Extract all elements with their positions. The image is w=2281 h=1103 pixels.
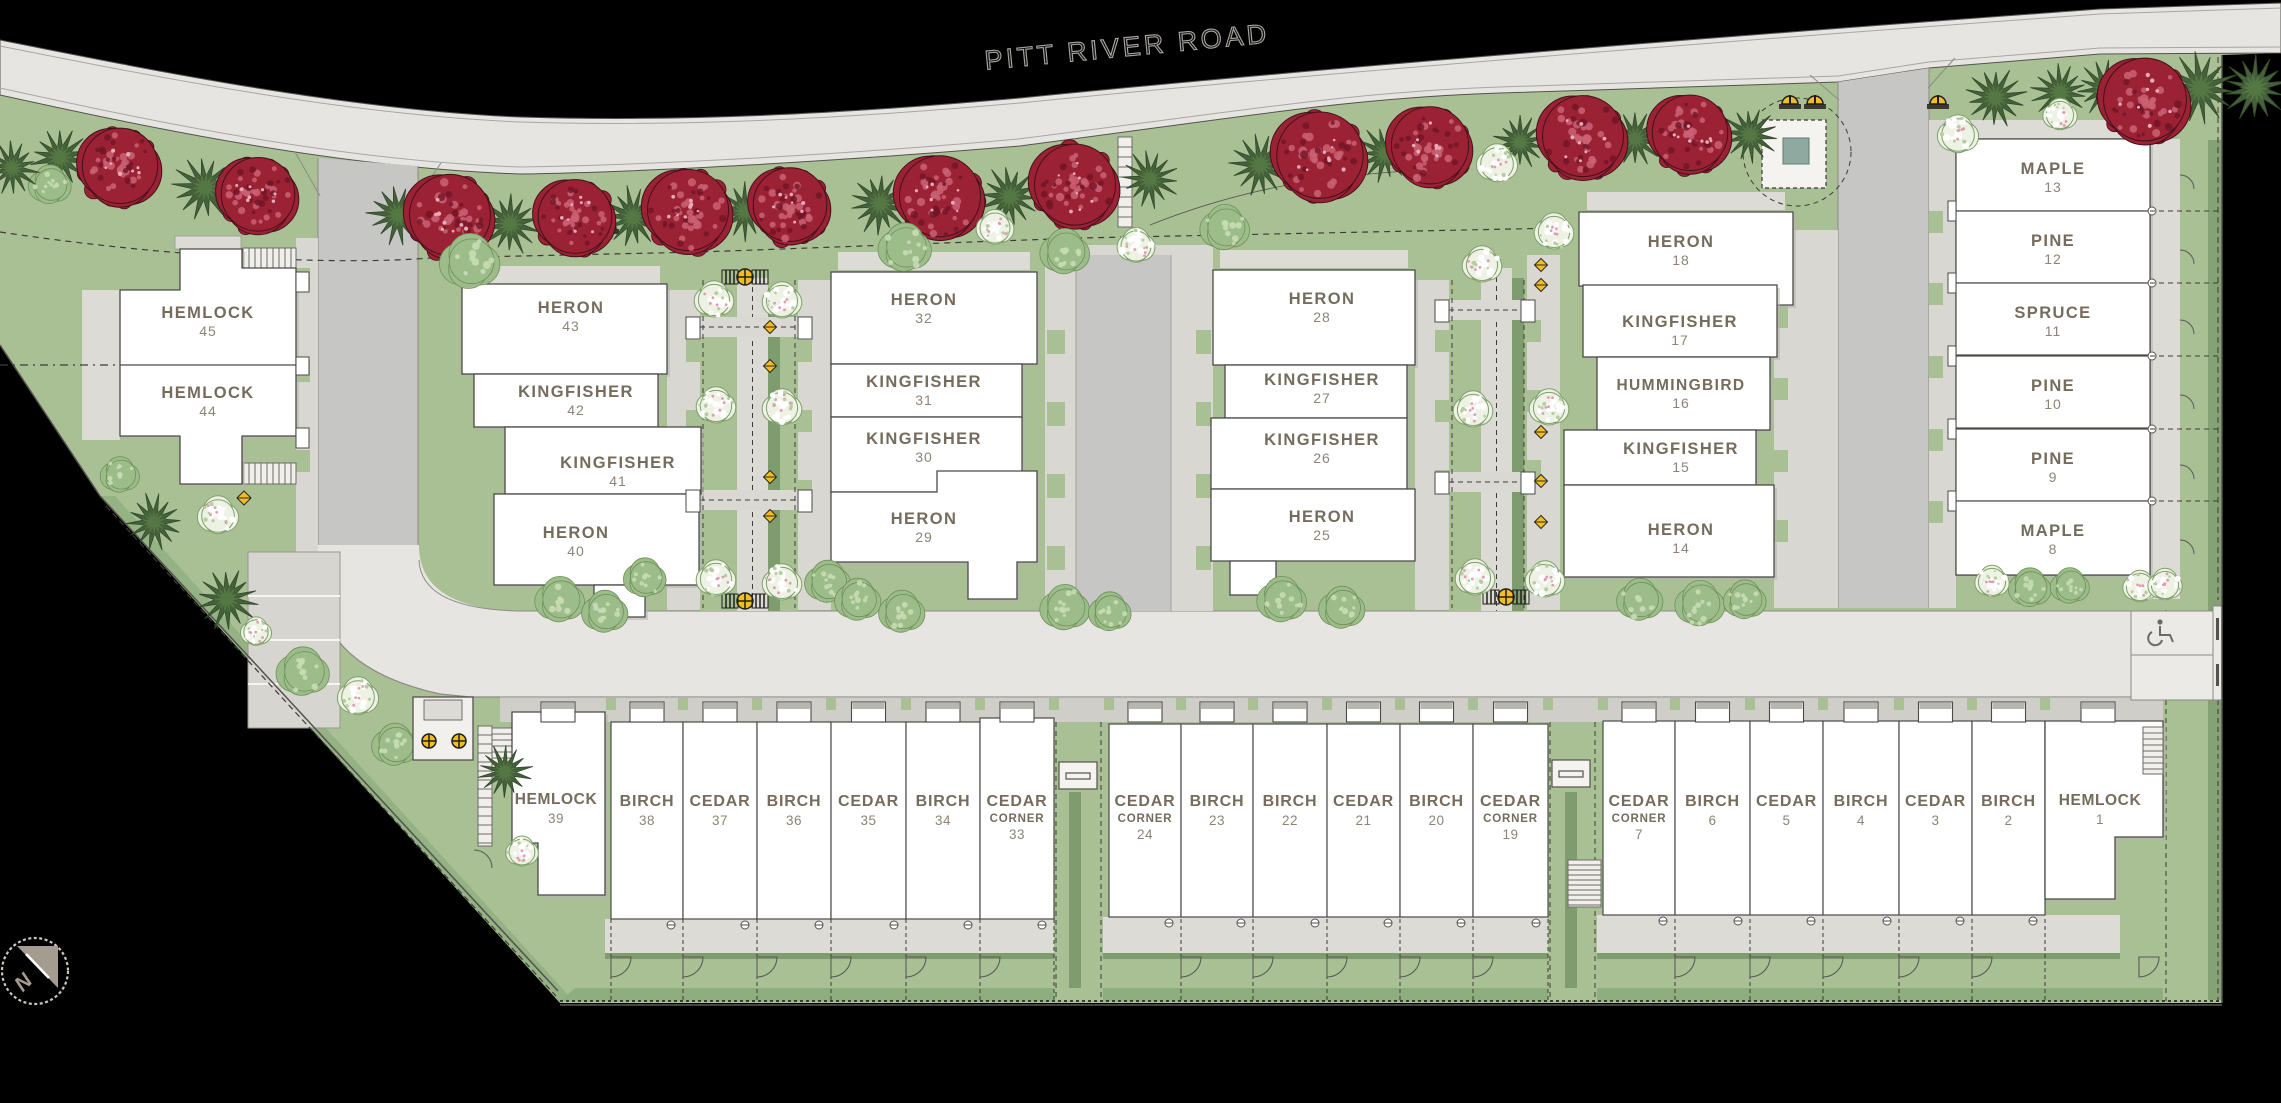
svg-text:HERON: HERON	[543, 524, 610, 542]
svg-text:22: 22	[1282, 813, 1298, 828]
svg-text:6: 6	[1708, 813, 1716, 828]
svg-text:BIRCH: BIRCH	[1685, 793, 1740, 810]
svg-text:HERON: HERON	[891, 291, 958, 309]
svg-text:44: 44	[199, 403, 217, 419]
svg-text:HERON: HERON	[1648, 521, 1715, 539]
svg-text:37: 37	[712, 813, 728, 828]
svg-text:HERON: HERON	[1289, 290, 1356, 308]
svg-text:CEDAR: CEDAR	[1115, 793, 1176, 810]
svg-text:CEDAR: CEDAR	[987, 793, 1048, 810]
svg-text:PINE: PINE	[2031, 450, 2075, 468]
svg-text:10: 10	[2044, 396, 2062, 412]
svg-text:CORNER: CORNER	[1612, 813, 1667, 825]
svg-text:32: 32	[915, 310, 933, 326]
svg-text:CORNER: CORNER	[1118, 813, 1173, 825]
svg-text:CEDAR: CEDAR	[690, 793, 751, 810]
svg-text:HEMLOCK: HEMLOCK	[161, 384, 254, 402]
svg-text:8: 8	[2049, 541, 2058, 557]
svg-text:BIRCH: BIRCH	[1190, 793, 1245, 810]
svg-text:19: 19	[1502, 827, 1518, 842]
svg-text:11: 11	[2045, 323, 2062, 339]
svg-text:7: 7	[1635, 827, 1643, 842]
svg-text:20: 20	[1428, 813, 1444, 828]
svg-text:29: 29	[915, 529, 933, 545]
svg-text:31: 31	[915, 392, 933, 408]
svg-text:KINGFISHER: KINGFISHER	[518, 383, 634, 401]
svg-text:40: 40	[567, 543, 585, 559]
svg-text:KINGFISHER: KINGFISHER	[560, 454, 676, 472]
svg-text:BIRCH: BIRCH	[1409, 793, 1464, 810]
svg-text:HERON: HERON	[1289, 508, 1356, 526]
svg-text:30: 30	[915, 449, 933, 465]
svg-text:15: 15	[1672, 459, 1690, 475]
svg-text:25: 25	[1313, 527, 1331, 543]
svg-text:BIRCH: BIRCH	[1834, 793, 1889, 810]
svg-text:45: 45	[199, 323, 217, 339]
svg-text:KINGFISHER: KINGFISHER	[1264, 371, 1380, 389]
svg-text:28: 28	[1313, 309, 1331, 325]
svg-text:21: 21	[1355, 813, 1371, 828]
svg-text:1: 1	[2096, 812, 2104, 827]
svg-text:HERON: HERON	[538, 299, 605, 317]
svg-text:2: 2	[2004, 813, 2012, 828]
svg-text:9: 9	[2049, 469, 2058, 485]
svg-text:KINGFISHER: KINGFISHER	[866, 430, 982, 448]
svg-text:PINE: PINE	[2031, 232, 2075, 250]
svg-text:13: 13	[2044, 179, 2062, 195]
svg-text:BIRCH: BIRCH	[767, 793, 822, 810]
svg-text:MAPLE: MAPLE	[2021, 160, 2086, 178]
svg-text:HEMLOCK: HEMLOCK	[2059, 792, 2142, 809]
svg-text:KINGFISHER: KINGFISHER	[1264, 431, 1380, 449]
svg-text:43: 43	[562, 318, 580, 334]
svg-text:34: 34	[935, 813, 951, 828]
svg-text:CEDAR: CEDAR	[1333, 793, 1394, 810]
svg-text:CORNER: CORNER	[1483, 813, 1538, 825]
svg-text:4: 4	[1857, 813, 1865, 828]
svg-text:33: 33	[1009, 827, 1025, 842]
svg-text:18: 18	[1672, 252, 1690, 268]
svg-text:26: 26	[1313, 450, 1331, 466]
svg-text:23: 23	[1209, 813, 1225, 828]
svg-text:CEDAR: CEDAR	[1480, 793, 1541, 810]
svg-text:MAPLE: MAPLE	[2021, 522, 2086, 540]
svg-text:39: 39	[548, 811, 564, 826]
svg-text:38: 38	[639, 813, 655, 828]
svg-text:KINGFISHER: KINGFISHER	[1623, 440, 1739, 458]
svg-text:HEMLOCK: HEMLOCK	[161, 304, 254, 322]
svg-text:35: 35	[860, 813, 876, 828]
svg-text:HUMMINGBIRD: HUMMINGBIRD	[1616, 377, 1745, 394]
svg-text:CEDAR: CEDAR	[1905, 793, 1966, 810]
svg-text:HEMLOCK: HEMLOCK	[515, 791, 598, 808]
svg-text:CEDAR: CEDAR	[838, 793, 899, 810]
svg-text:HERON: HERON	[891, 510, 958, 528]
svg-text:HERON: HERON	[1648, 233, 1715, 251]
svg-text:24: 24	[1137, 827, 1153, 842]
svg-text:KINGFISHER: KINGFISHER	[866, 373, 982, 391]
svg-text:CEDAR: CEDAR	[1609, 793, 1670, 810]
svg-text:BIRCH: BIRCH	[916, 793, 971, 810]
svg-text:16: 16	[1672, 395, 1690, 411]
svg-text:12: 12	[2044, 251, 2062, 267]
svg-text:42: 42	[567, 402, 585, 418]
svg-text:BIRCH: BIRCH	[1981, 793, 2036, 810]
svg-text:3: 3	[1931, 813, 1939, 828]
svg-text:41: 41	[609, 473, 627, 489]
svg-text:KINGFISHER: KINGFISHER	[1622, 313, 1738, 331]
svg-text:PINE: PINE	[2031, 377, 2075, 395]
svg-text:BIRCH: BIRCH	[1263, 793, 1318, 810]
svg-text:14: 14	[1672, 540, 1690, 556]
svg-text:CEDAR: CEDAR	[1756, 793, 1817, 810]
svg-text:BIRCH: BIRCH	[620, 793, 675, 810]
svg-text:SPRUCE: SPRUCE	[2014, 304, 2091, 322]
svg-text:5: 5	[1782, 813, 1790, 828]
svg-text:17: 17	[1671, 332, 1689, 348]
svg-text:CORNER: CORNER	[990, 813, 1045, 825]
svg-text:36: 36	[786, 813, 802, 828]
svg-text:27: 27	[1313, 390, 1331, 406]
